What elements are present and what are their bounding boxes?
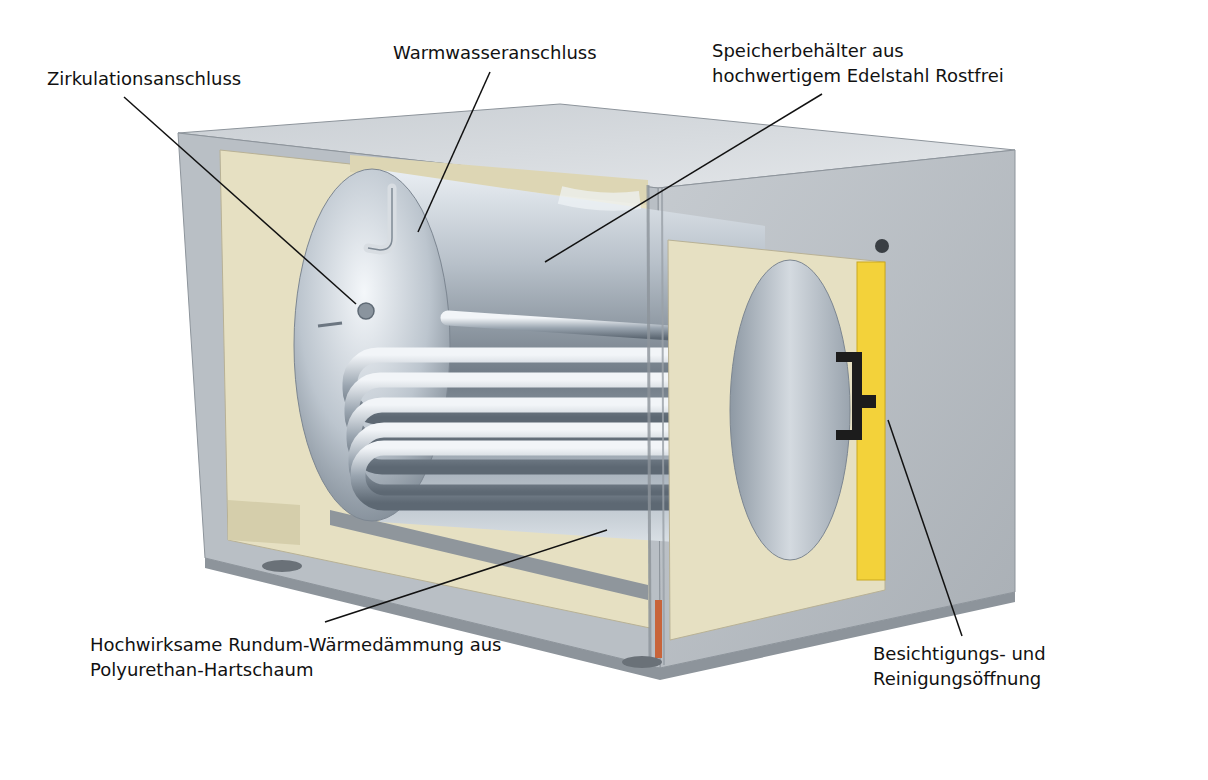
part-label: Speicherbehälter aus hochwertigem Edelst… [712,38,1008,88]
sensor-well [655,600,662,658]
circulation-port [358,303,374,319]
leader-line [545,94,822,262]
slot [318,323,342,326]
insulation-end [668,240,885,640]
hot-water-pipe [368,188,392,250]
leader-line [418,72,490,232]
hot-water-pipe-edge [368,188,392,250]
insulation-foot [228,500,300,545]
frame-edge [662,188,664,665]
leader-line [124,97,356,304]
knob [875,239,889,253]
frame-edge [648,185,650,660]
foot [622,656,662,668]
leader-line [325,530,607,622]
foot [262,560,302,572]
leader-line [888,420,962,636]
part-label: Hochwirksame Rundum-Wärmedämmung aus Pol… [90,632,506,682]
tank-end [730,260,850,560]
part-label: Besichtigungs- und Reinigungsöffnung [873,641,1050,691]
part-label: Warmwasseranschluss [393,40,597,65]
part-label: Zirkulationsanschluss [47,66,241,91]
tank-highlight [560,195,640,202]
inspection-flange [836,352,876,440]
